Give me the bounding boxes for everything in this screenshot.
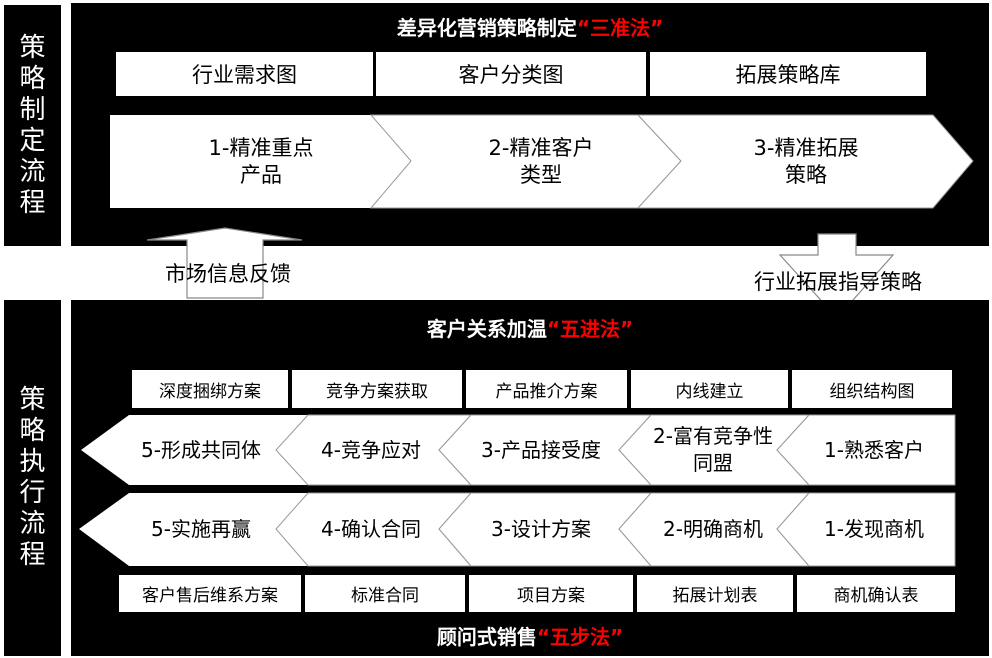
- sales-step-2: 2-明确商机: [633, 493, 793, 566]
- bottom-panel: 客户关系加温“五进法” 深度捆绑方案 竞争方案获取 产品推介方案 内线建立 组织…: [71, 300, 989, 656]
- side-label-char: 制: [19, 94, 46, 125]
- step-precise-key-product: 1-精准重点 产品: [116, 115, 406, 208]
- tag-label: 客户分类图: [458, 63, 564, 87]
- tag-org-chart: 组织结构图: [792, 370, 952, 408]
- tag-industry-demand-map: 行业需求图: [116, 52, 373, 96]
- chevron-shape: [776, 414, 956, 486]
- tag-label: 项目方案: [517, 586, 585, 606]
- title-highlight: “五进法”: [546, 317, 634, 341]
- tag-customer-classification-map: 客户分类图: [376, 52, 646, 96]
- title-text: 差异化营销策略制定: [396, 16, 577, 40]
- side-label-char: 策: [19, 385, 46, 415]
- step-label: 1-发现商机: [824, 517, 924, 541]
- chevron-shape: [81, 415, 308, 485]
- tag-after-sales-plan: 客户售后维系方案: [119, 575, 301, 612]
- title-text: 客户关系加温: [426, 317, 547, 341]
- market-feedback-caption: 市场信息反馈: [165, 262, 291, 286]
- step-label: 2-精准客户 类型: [488, 135, 594, 187]
- top-panel-title: 差异化营销策略制定“三准法”: [71, 12, 989, 41]
- step-label: 3-产品接受度: [481, 437, 601, 462]
- top-chevron-band: [110, 114, 974, 209]
- step-label: 4-确认合同: [321, 517, 421, 541]
- step-label: 5-实施再赢: [151, 517, 251, 541]
- industry-guidance-caption: 行业拓展指导策略: [754, 270, 922, 294]
- side-label-char: 策: [19, 32, 46, 63]
- tag-product-pitch-plan: 产品推介方案: [466, 370, 627, 408]
- step-label: 3-精准拓展 策略: [753, 135, 859, 187]
- side-label-strategy-formulation: 策 略 制 定 流 程: [4, 5, 61, 246]
- step-label: 3-设计方案: [491, 517, 591, 541]
- sales-step-3: 3-设计方案: [451, 493, 631, 566]
- bottom-chevron-bands: [79, 414, 956, 567]
- tag-expansion-strategy-library: 拓展策略库: [650, 52, 926, 96]
- tag-label: 组织结构图: [829, 381, 915, 402]
- footer-text: 顾问式销售: [436, 625, 537, 649]
- relationship-step-1: 1-熟悉客户: [793, 415, 955, 485]
- top-panel: 差异化营销策略制定“三准法” 行业需求图 客户分类图 拓展策略库 1-精准重点 …: [71, 3, 989, 246]
- tag-competitor-plan: 竞争方案获取: [292, 370, 462, 408]
- footer-highlight: “五步法”: [536, 625, 624, 649]
- side-label-strategy-execution: 策 略 执 行 流 程: [4, 300, 61, 656]
- tag-expansion-schedule: 拓展计划表: [637, 575, 793, 612]
- step-label: 5-形成共同体: [141, 437, 261, 462]
- tag-insider-build: 内线建立: [631, 370, 788, 408]
- side-label-char: 行: [19, 478, 46, 508]
- chevron-shape: [79, 493, 308, 566]
- step-label: 2-明确商机: [663, 517, 763, 541]
- tag-project-plan: 项目方案: [469, 575, 633, 612]
- side-label-char: 略: [19, 63, 46, 94]
- chevron-shape: [776, 492, 956, 567]
- relationship-step-2: 2-富有竞争性 同盟: [633, 415, 793, 485]
- side-label-char: 程: [19, 187, 46, 218]
- chevron-shape: [110, 115, 411, 208]
- tag-opportunity-confirmation: 商机确认表: [797, 575, 955, 612]
- tag-label: 内线建立: [675, 381, 744, 402]
- sales-step-4: 4-确认合同: [286, 493, 456, 566]
- relationship-step-5: 5-形成共同体: [111, 415, 291, 485]
- sales-step-1: 1-发现商机: [793, 493, 955, 566]
- chevron-shape: [636, 114, 974, 209]
- tag-label: 商机确认表: [833, 586, 919, 606]
- side-label-char: 执: [19, 447, 46, 477]
- side-label-char: 略: [19, 416, 46, 446]
- step-label: 1-熟悉客户: [824, 437, 924, 462]
- tag-label: 产品推介方案: [495, 381, 598, 402]
- step-precise-customer-type: 2-精准客户 类型: [406, 115, 676, 208]
- tag-deep-binding-plan: 深度捆绑方案: [132, 370, 288, 408]
- side-label-char: 流: [19, 156, 46, 187]
- relationship-step-3: 3-产品接受度: [451, 415, 631, 485]
- relationship-step-4: 4-竞争应对: [286, 415, 456, 485]
- title-highlight: “三准法”: [576, 16, 664, 40]
- tag-standard-contract: 标准合同: [305, 575, 465, 612]
- tag-label: 竞争方案获取: [326, 381, 428, 402]
- step-label: 4-竞争应对: [321, 437, 421, 462]
- bottom-panel-footer: 顾问式销售“五步法”: [71, 621, 989, 650]
- step-precise-expansion-strategy: 3-精准拓展 策略: [676, 115, 936, 208]
- sales-step-5: 5-实施再赢: [111, 493, 291, 566]
- step-label: 1-精准重点 产品: [208, 135, 314, 187]
- tag-label: 客户售后维系方案: [142, 586, 278, 606]
- tag-label: 拓展计划表: [672, 586, 758, 606]
- tag-label: 行业需求图: [192, 63, 297, 87]
- step-label: 2-富有竞争性 同盟: [653, 424, 773, 475]
- side-label-char: 流: [19, 509, 46, 539]
- bottom-panel-title: 客户关系加温“五进法”: [71, 313, 989, 342]
- side-label-char: 定: [19, 125, 46, 156]
- tag-label: 标准合同: [351, 586, 419, 606]
- side-label-char: 程: [19, 540, 46, 570]
- tag-label: 深度捆绑方案: [159, 381, 261, 402]
- tag-label: 拓展策略库: [735, 63, 841, 87]
